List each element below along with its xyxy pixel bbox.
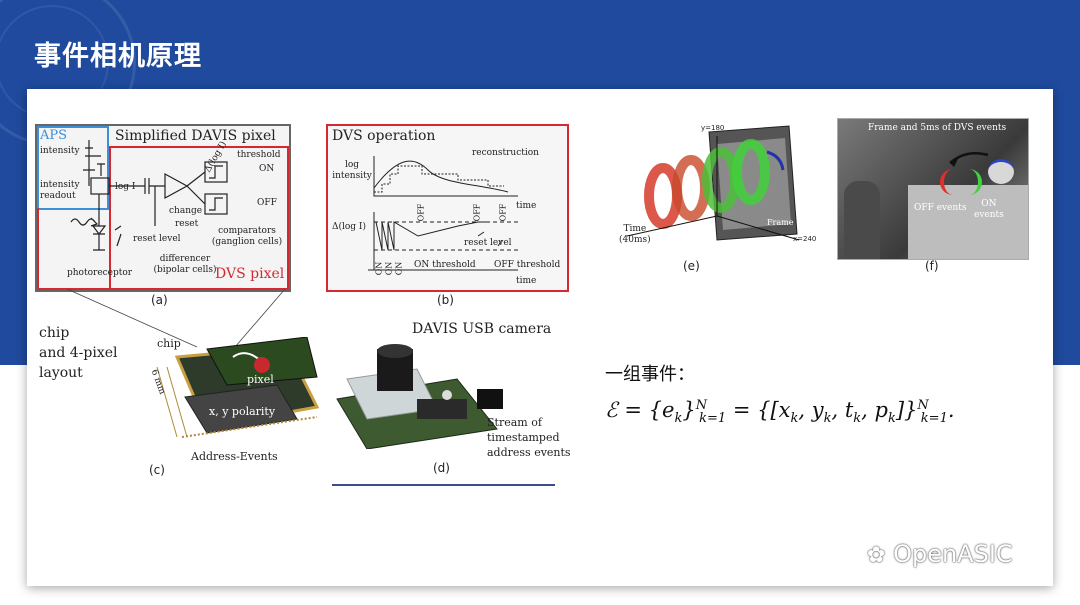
on-label: ON: [259, 164, 275, 174]
x-axis-label: x=240: [793, 235, 817, 243]
on-events-line-2: events: [974, 210, 1004, 220]
frame-label: Frame: [767, 218, 794, 227]
dvs-box-lower: [37, 208, 111, 290]
figure-d-caption: (d): [433, 461, 450, 475]
stream-line-2: timestamped: [487, 431, 560, 444]
off-events-label: OFF events: [914, 203, 967, 213]
reset-label: reset: [175, 219, 199, 229]
off-threshold-label: OFF threshold: [494, 260, 561, 270]
figure-a-caption: (a): [151, 293, 168, 307]
comparators-label: comparators (ganglion cells): [211, 226, 283, 247]
figure-b-header: DVS operation: [332, 128, 436, 144]
scene-person: [844, 181, 880, 259]
chip-layout-line-2: and 4-pixel: [39, 345, 118, 361]
davis-camera-illustration: [336, 344, 503, 450]
scene-wall: [908, 185, 1028, 259]
reconstruction-label: reconstruction: [472, 148, 539, 158]
watermark: ✿ OpenASIC: [867, 540, 1013, 568]
threshold-label: threshold: [237, 150, 281, 160]
wechat-icon: ✿: [867, 543, 886, 568]
on-events-line-1: ON: [981, 199, 997, 209]
davis-circuit-schematic: [70, 140, 228, 251]
figure-e: y=180 x=240 Frame Time (40ms): [617, 124, 817, 254]
green-events-arc: [956, 169, 982, 195]
pixel-label: pixel: [247, 373, 274, 386]
stream-line-1: Stream of: [487, 416, 542, 429]
red-events-arc: [940, 169, 966, 195]
chip-layout-text: chip and 4-pixel layout: [39, 323, 139, 383]
figure-e-caption: (e): [683, 259, 700, 273]
time-axis-label: Time (40ms): [619, 224, 651, 246]
delta-log-i-label-b: Δ(log I): [332, 222, 366, 232]
time-label-1: time: [516, 201, 537, 211]
address-events-label: Address-Events: [191, 450, 278, 463]
log-i-label: log I: [115, 182, 136, 192]
figure-a: APS Simplified DAVIS pixel intensity int…: [35, 124, 291, 292]
stream-text: Stream of timestamped address events: [487, 415, 571, 460]
content-card: APS Simplified DAVIS pixel intensity int…: [27, 89, 1053, 586]
reset-level-label: reset level: [133, 234, 181, 244]
aps-box: [37, 126, 109, 210]
figure-b-caption: (b): [437, 293, 454, 307]
event-set-label: 一组事件：: [605, 364, 695, 385]
time-axis-line-2: (40ms): [619, 235, 651, 245]
figure-b: DVS operation log intensity reconstructi…: [326, 124, 569, 292]
figure-f-caption: (f): [925, 259, 939, 273]
aps-label: APS: [40, 128, 68, 143]
chip-label: chip: [157, 337, 181, 350]
intensity-label: intensity: [40, 146, 80, 156]
on-threshold-label: ON threshold: [414, 260, 476, 270]
dvs-box: [109, 146, 289, 290]
figure-f-header: Frame and 5ms of DVS events: [868, 123, 1007, 133]
scene-ball: [988, 159, 1014, 184]
figure-d-header: DAVIS USB camera: [412, 321, 552, 337]
motion-arrow: [949, 152, 989, 167]
intensity-readout-label: intensity readout: [40, 180, 80, 201]
figure-c-caption: (c): [149, 463, 165, 477]
watermark-text: OpenASIC: [893, 540, 1013, 568]
chip-illustration: [156, 336, 320, 438]
change-label: change: [169, 206, 203, 216]
on-events-label: ON events: [974, 199, 1004, 221]
chip-layout-line-1: chip: [39, 325, 70, 341]
log-intensity-label: log intensity: [332, 160, 372, 181]
stream-line-3: address events: [487, 446, 571, 459]
dvs-pixel-label: DVS pixel: [215, 266, 285, 282]
xy-polarity-label: x, y polarity: [209, 405, 276, 418]
figure-f: Frame and 5ms of DVS events OFF events O…: [837, 118, 1029, 260]
figure-d-camera: [327, 339, 507, 450]
off-label: OFF: [257, 198, 277, 208]
figure-a-header: Simplified DAVIS pixel: [115, 128, 276, 144]
time-axis-line-1: Time: [623, 224, 647, 234]
differencer-label: differencer (bipolar cells): [153, 254, 217, 275]
slide-title: 事件相机原理: [34, 41, 202, 72]
dvs-operation-plot: [368, 156, 518, 271]
event-stream-3d-plot: [626, 125, 800, 241]
event-set-formula: ℰ = {ek}Nk=1 = {[xk, yk, tk, pk]}Nk=1.: [605, 398, 955, 427]
figure-c-chip: chip pixel x, y polarity 6 mm: [137, 336, 327, 457]
y-axis-label: y=180: [701, 124, 725, 132]
photoreceptor-label: photoreceptor: [67, 268, 133, 278]
time-label-2: time: [516, 276, 537, 286]
zoom-lines: [66, 288, 555, 486]
chip-layout-line-3: layout: [39, 365, 83, 381]
reset-level-label-b: reset level: [464, 238, 512, 248]
